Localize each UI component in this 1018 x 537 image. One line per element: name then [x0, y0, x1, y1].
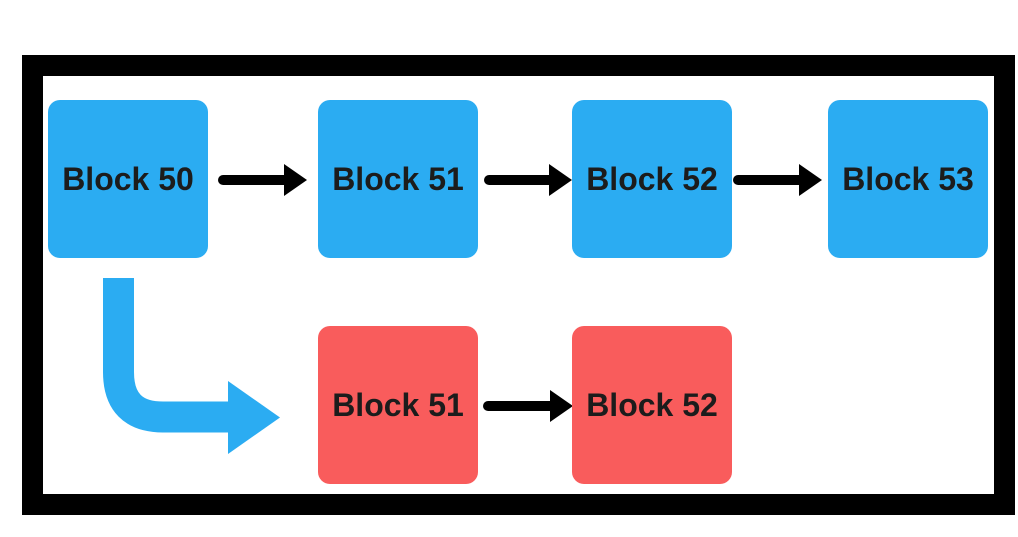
block-label: Block 51	[332, 160, 464, 197]
block-label: Block 52	[586, 386, 718, 423]
block-label: Block 52	[586, 160, 718, 197]
block-main-51: Block 51	[318, 100, 478, 258]
block-main-53: Block 53	[828, 100, 988, 258]
block-fork-51: Block 51	[318, 326, 478, 484]
block-main-52: Block 52	[572, 100, 732, 258]
block-label: Block 51	[332, 386, 464, 423]
block-fork-52: Block 52	[572, 326, 732, 484]
block-label: Block 53	[842, 160, 974, 197]
diagram-frame	[22, 55, 1015, 515]
block-label: Block 50	[62, 160, 194, 197]
block-main-50: Block 50	[48, 100, 208, 258]
